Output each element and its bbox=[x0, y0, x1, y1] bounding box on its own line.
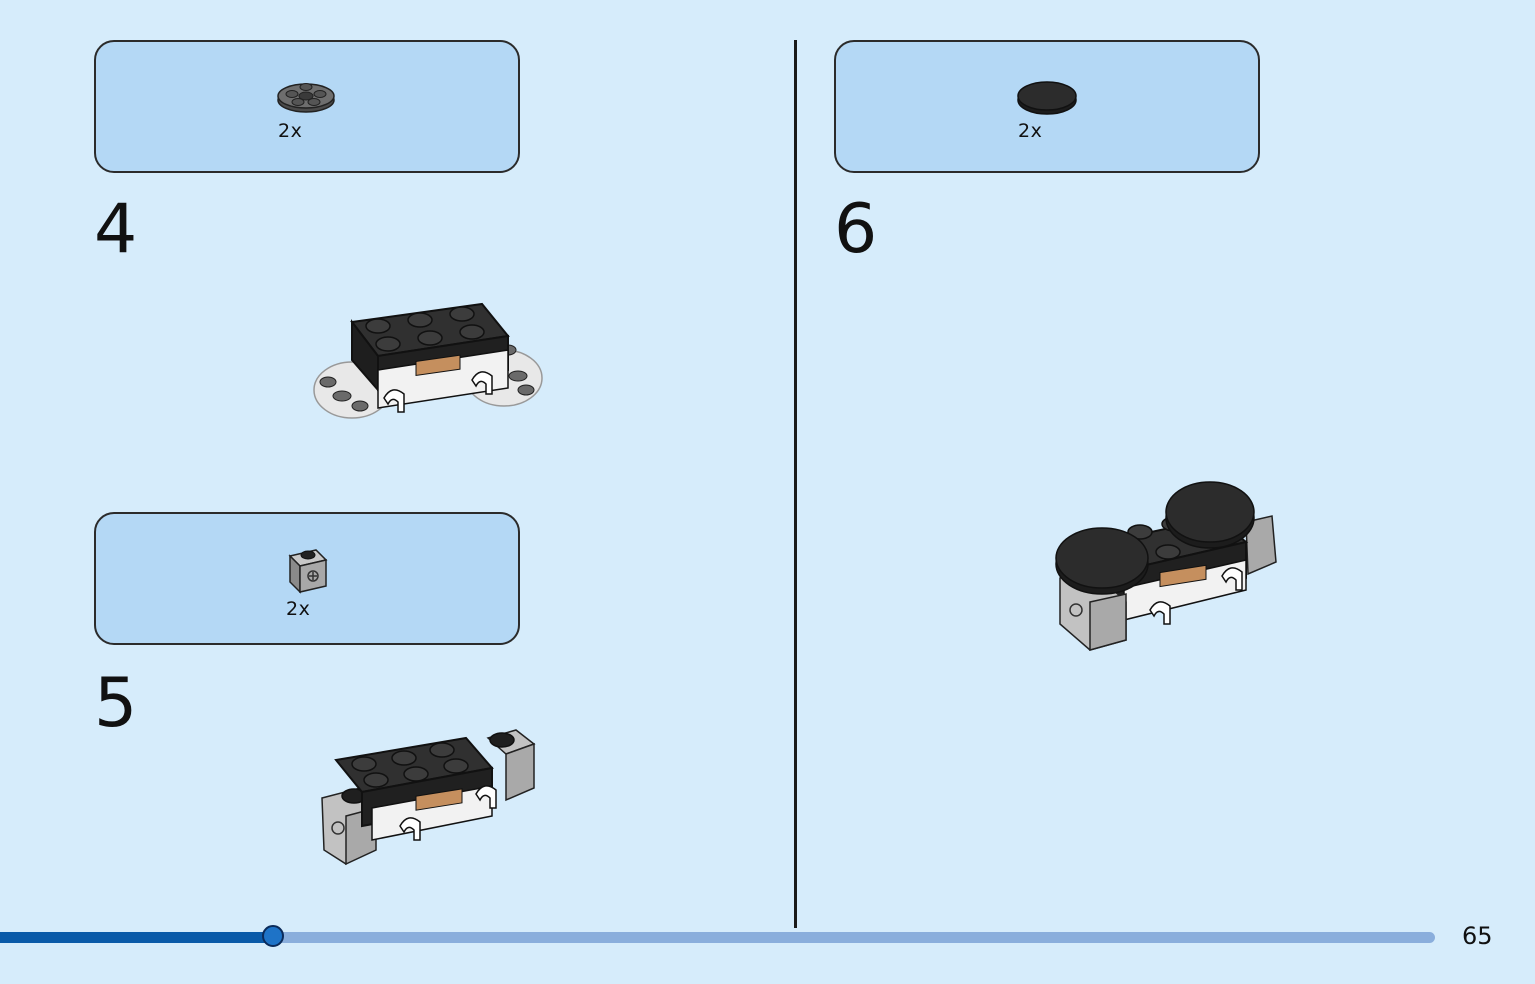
part-quantity: 2x bbox=[286, 598, 311, 620]
step-4-assembly-illustration bbox=[313, 302, 543, 419]
progress-bar[interactable] bbox=[0, 925, 1435, 947]
step-number: 5 bbox=[94, 664, 138, 743]
step-5-parts-box: 2x bbox=[94, 512, 520, 645]
page-divider bbox=[794, 40, 797, 928]
part-quantity: 2x bbox=[1018, 120, 1043, 142]
progress-knob[interactable] bbox=[262, 925, 284, 947]
round-plate-icon bbox=[277, 83, 335, 113]
progress-fill bbox=[0, 932, 273, 943]
page-number: 65 bbox=[1462, 922, 1493, 950]
step-5-assembly-illustration bbox=[321, 729, 536, 866]
step-number: 6 bbox=[834, 190, 878, 269]
technic-brick-icon bbox=[288, 549, 328, 594]
round-tile-icon bbox=[1017, 81, 1077, 115]
step-6-assembly-illustration bbox=[1055, 481, 1277, 651]
step-4-parts-box: 2x bbox=[94, 40, 520, 173]
step-number: 4 bbox=[94, 190, 138, 269]
step-6-parts-box: 2x bbox=[834, 40, 1260, 173]
part-quantity: 2x bbox=[278, 120, 303, 142]
